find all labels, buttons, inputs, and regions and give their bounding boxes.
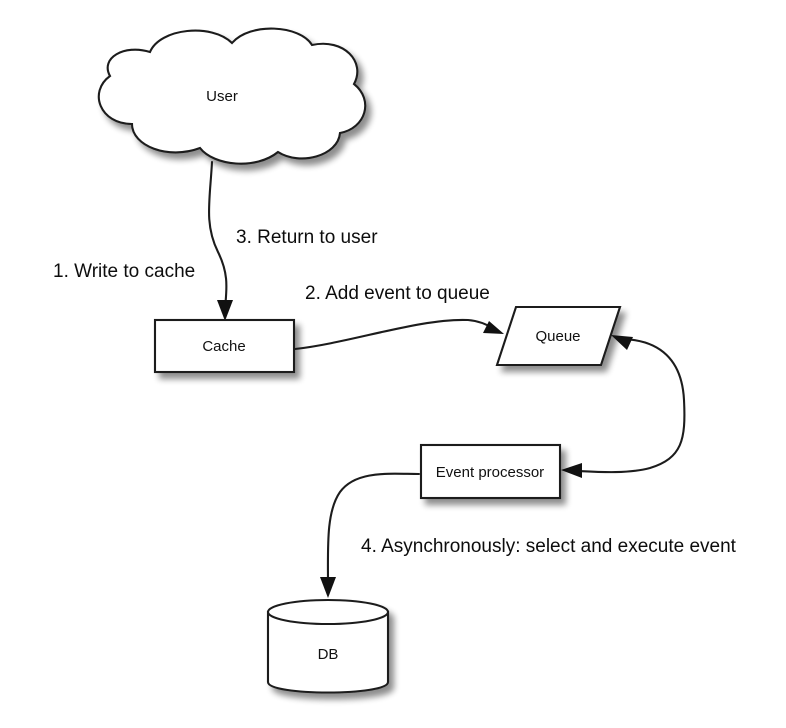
- arrowhead-right-queue: [483, 321, 504, 334]
- arrowhead-down-db: [320, 577, 336, 598]
- edge-proc-to-db: [320, 472, 421, 598]
- edge-user-to-cache-path: [207, 160, 228, 312]
- cache-shape: [153, 318, 296, 374]
- node-event-processor-label: Event processor: [436, 464, 544, 481]
- step-label-1: 1. Write to cache: [53, 261, 195, 282]
- arrowhead-upleft-queue: [611, 335, 633, 350]
- event-processor-shape: [419, 443, 562, 500]
- step-label-2: 2. Add event to queue: [305, 283, 490, 304]
- db-body-shape: [266, 610, 390, 694]
- node-user[interactable]: User: [97, 27, 367, 165]
- step-label-3: 3. Return to user: [236, 227, 378, 248]
- edge-cache-to-queue: [293, 318, 504, 351]
- node-queue-label: Queue: [535, 328, 580, 345]
- arrowhead-down-cache: [217, 300, 233, 321]
- edge-proc-queue-loop-path: [576, 337, 686, 474]
- edge-user-to-cache: [207, 160, 233, 321]
- node-db[interactable]: DB: [266, 598, 390, 694]
- edge-proc-queue-loop: [561, 335, 686, 478]
- edge-proc-to-db-path: [326, 472, 421, 587]
- node-db-label: DB: [318, 646, 339, 663]
- node-event-processor[interactable]: Event processor: [419, 443, 562, 500]
- node-cache-label: Cache: [202, 338, 245, 355]
- node-user-label: User: [206, 88, 238, 105]
- edge-cache-to-queue-path: [293, 318, 496, 351]
- node-queue[interactable]: Queue: [495, 305, 622, 367]
- node-cache[interactable]: Cache: [153, 318, 296, 374]
- db-top-ellipse: [266, 598, 390, 626]
- queue-shape: [495, 305, 622, 367]
- step-label-4: 4. Asynchronously: select and execute ev…: [361, 536, 737, 557]
- cloud-shape: [97, 27, 367, 165]
- arrowhead-left-proc: [561, 463, 582, 478]
